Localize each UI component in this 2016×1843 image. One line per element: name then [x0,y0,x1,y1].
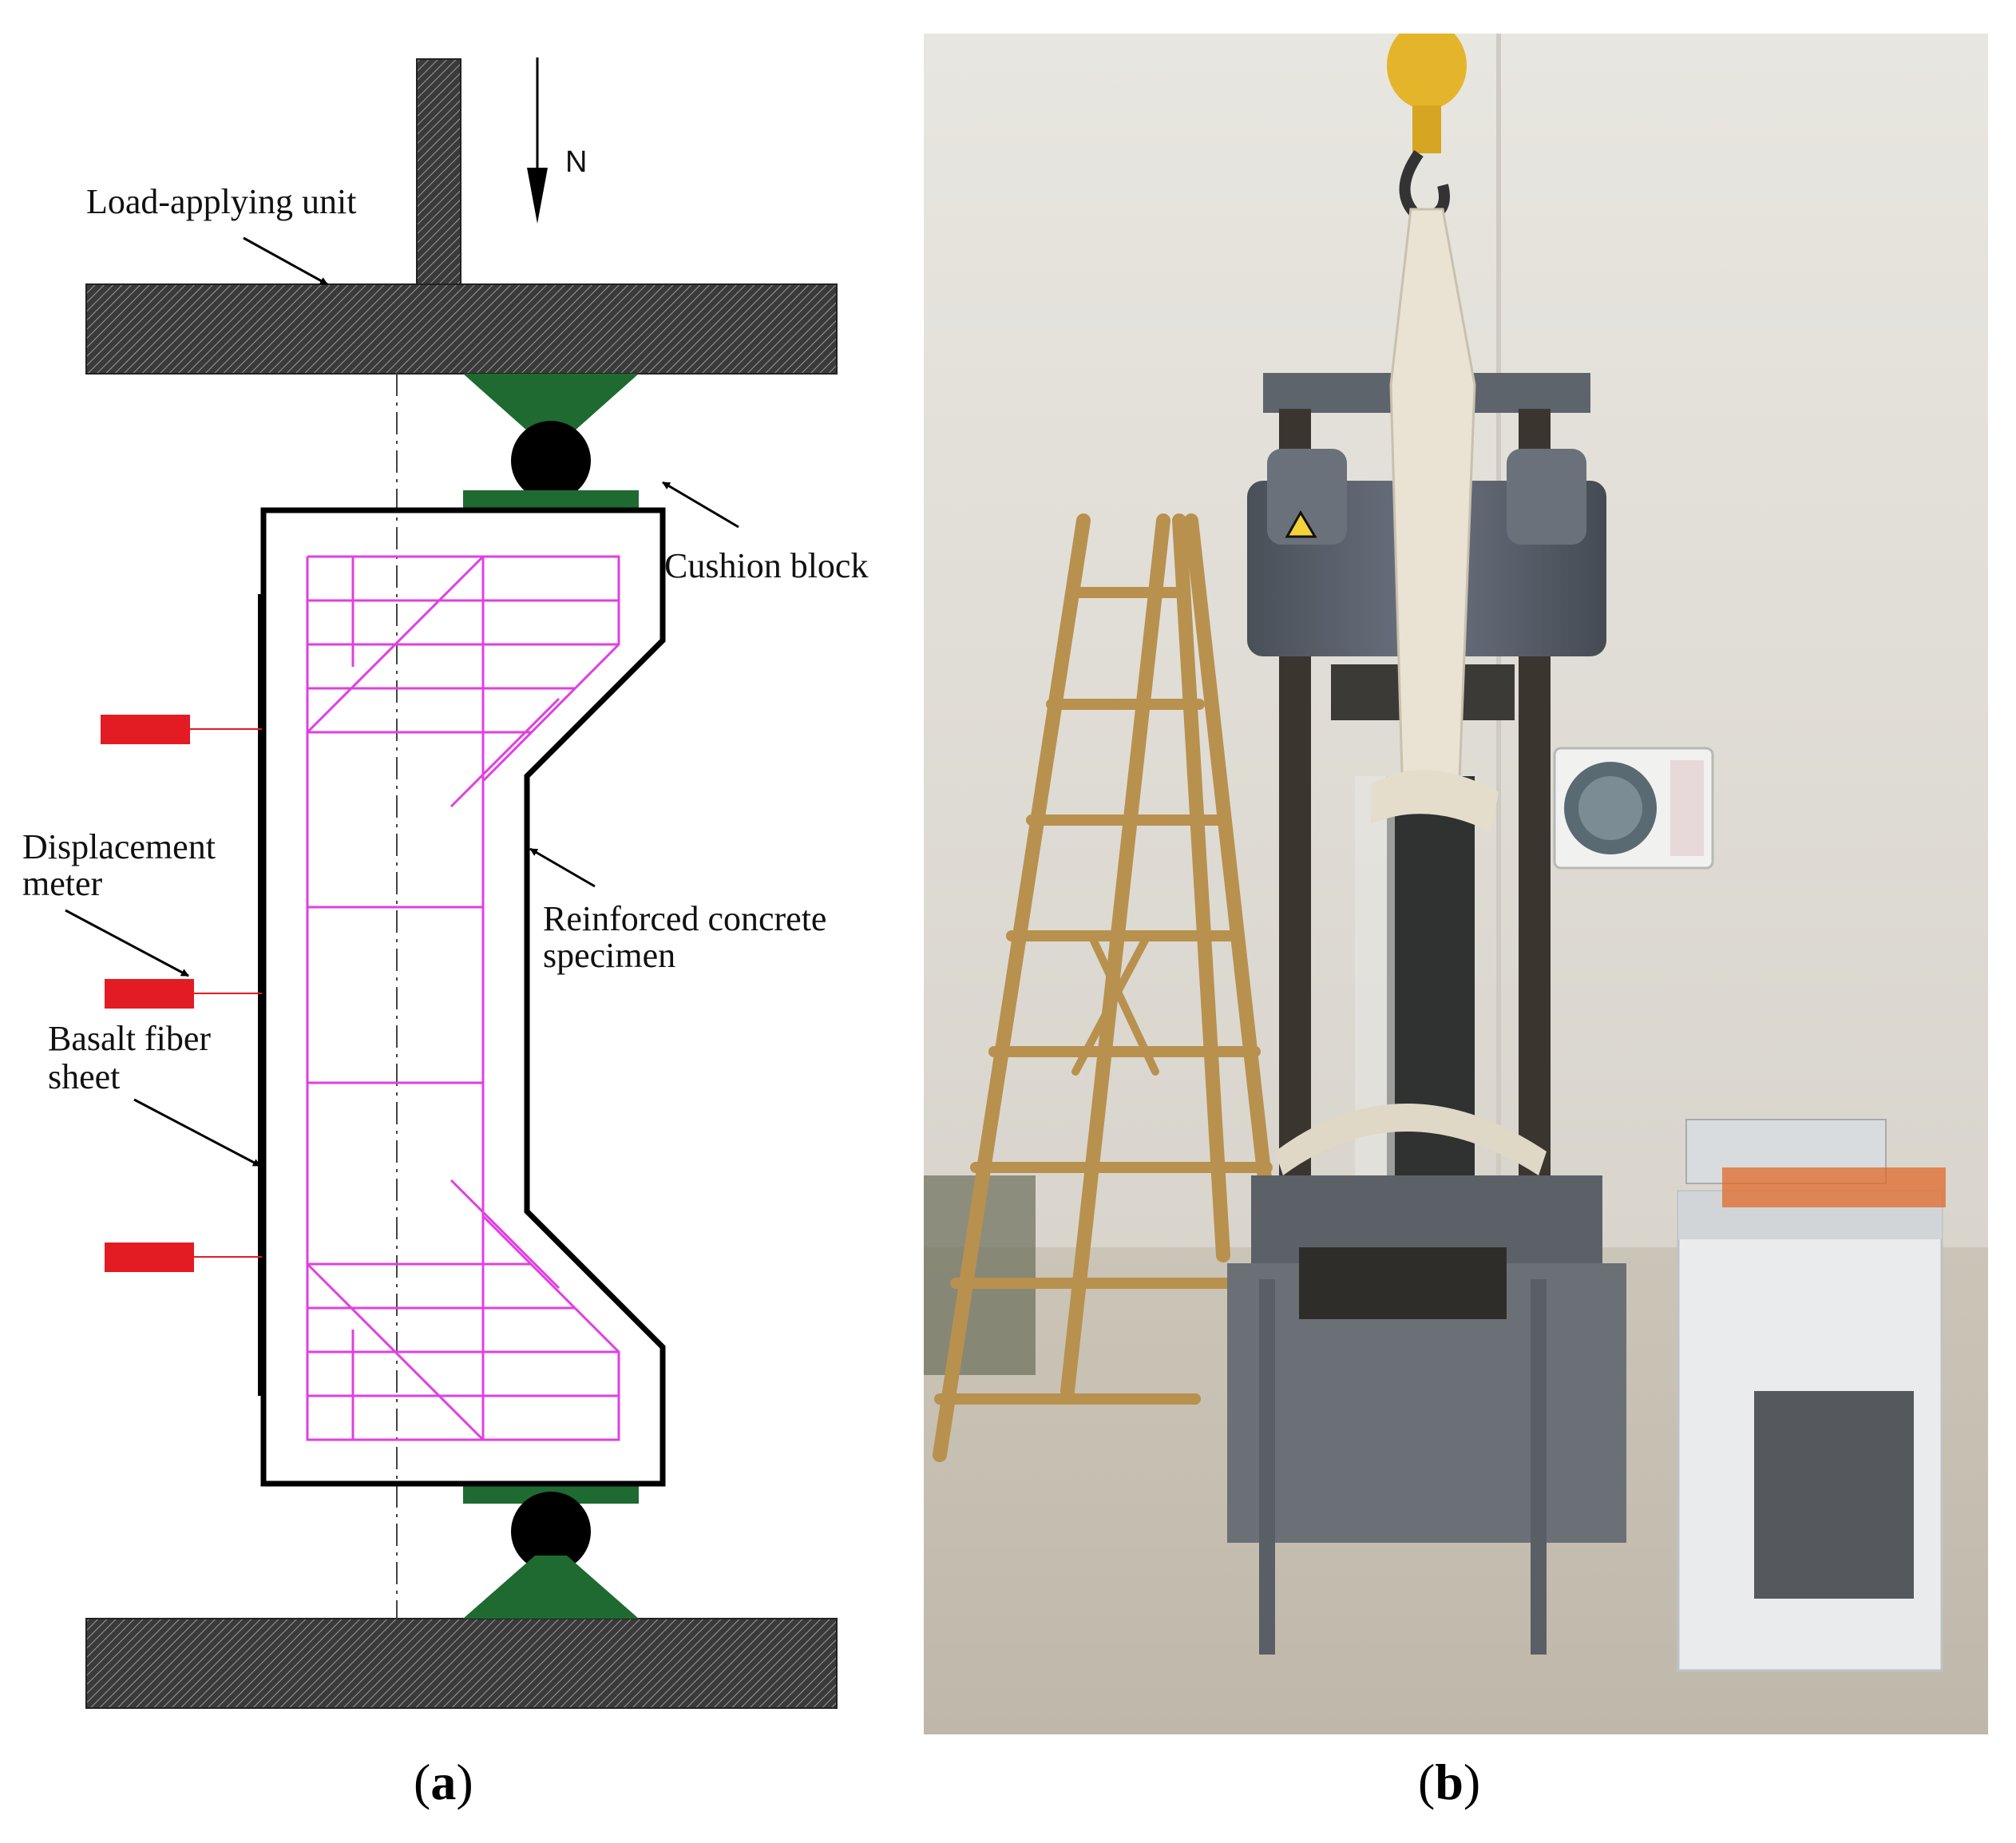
displacement-meter-middle [105,979,262,1009]
top-roller [511,421,591,501]
bottom-support-triangle [463,1556,639,1619]
caption-a: (a) [414,1754,473,1810]
basalt-leader [133,1098,261,1167]
caption-b: (b) [1418,1754,1481,1810]
basalt-fiber-label-2: sheet [48,1057,121,1096]
force-arrow [527,57,548,224]
bottom-roller [511,1492,591,1572]
top-support-triangle [463,374,639,438]
top-platen [85,283,838,375]
specimen-label-1: Reinforced concrete [543,899,827,938]
displacement-meter-label-1: Displacement [22,827,216,866]
basalt-fiber-label-1: Basalt fiber [48,1019,212,1058]
specimen-leader [529,847,596,888]
displacement-meter-top [101,715,262,744]
displacement-leader [65,909,189,977]
force-label: N [565,145,588,179]
displacement-meter-label-2: meter [22,864,103,903]
cushion-leader [662,481,739,529]
test-setup-diagram [65,57,838,1709]
specimen-outline [260,507,666,1487]
load-unit-leader [243,236,328,286]
test-setup-photo [924,34,1988,1734]
photo-illustration [924,34,1988,1734]
control-console [1677,1119,1946,1672]
wall-ac-unit [1553,747,1714,870]
displacement-meter-bottom [105,1243,262,1272]
cushion-block-label: Cushion block [664,546,869,585]
top-cushion-block [463,490,639,510]
loading-rod [416,58,461,285]
rebar-cage [306,555,620,1441]
schematic-panel: Load-applying unit N Cushion block Displ… [0,0,910,1839]
specimen-label-2: specimen [543,936,676,975]
crane-hook-and-strap [1275,34,1547,1175]
bottom-platen [85,1618,838,1709]
load-unit-label: Load-applying unit [86,182,357,221]
